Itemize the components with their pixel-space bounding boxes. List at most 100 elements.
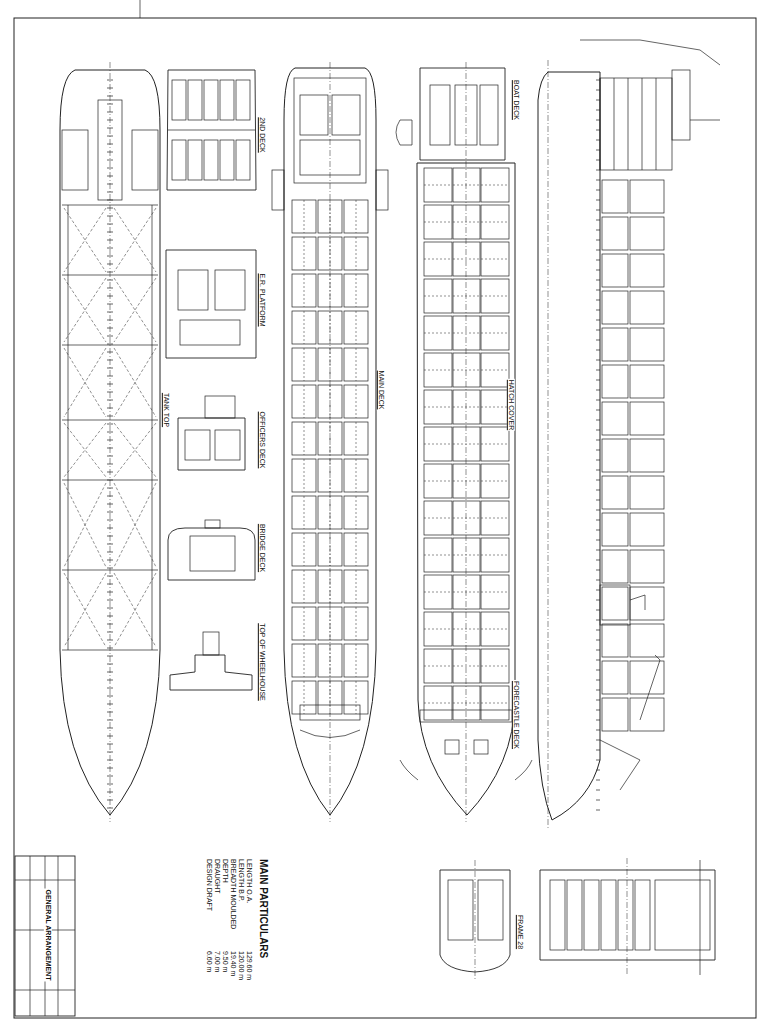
hatch-cover-panel xyxy=(453,353,480,387)
frame-tick xyxy=(596,640,600,641)
cabin xyxy=(188,140,202,180)
panel-joint xyxy=(481,629,509,630)
panel-joint xyxy=(481,703,509,704)
frame-tick xyxy=(596,720,600,721)
panel-joint xyxy=(453,481,480,482)
deckhouse-room xyxy=(300,95,328,135)
container-row xyxy=(635,880,650,950)
particular-value: 19.40 m xyxy=(229,950,237,977)
frame-tick xyxy=(596,290,600,291)
frame-tick xyxy=(596,540,600,541)
drawing-title: GENERAL ARRANGEMENT xyxy=(44,888,52,981)
hatch-center xyxy=(330,644,331,677)
frame-tick xyxy=(596,410,600,411)
hold-diagonal xyxy=(114,483,156,567)
frame-tick xyxy=(596,190,600,191)
hatch-opening xyxy=(344,681,368,714)
hatch-center xyxy=(304,570,305,603)
hatch-opening xyxy=(344,348,368,381)
title-block-line xyxy=(15,990,75,991)
hatch-center xyxy=(304,348,305,381)
frame-tick xyxy=(596,350,600,351)
frame-tick xyxy=(596,360,600,361)
hatch-cover-panel xyxy=(481,242,509,276)
panel-joint xyxy=(481,185,509,186)
panel-joint xyxy=(424,185,452,186)
frame-tick xyxy=(596,660,600,661)
forecastle-front xyxy=(300,705,360,720)
deckhouse-room xyxy=(430,85,450,145)
frame-tick xyxy=(107,800,113,801)
particular-name: LENGTH B.P. xyxy=(237,858,245,903)
hatch-opening xyxy=(344,311,368,344)
frame-tick xyxy=(596,220,600,221)
frame-tick xyxy=(107,512,113,513)
frame-tick xyxy=(596,620,600,621)
frame-tick xyxy=(107,552,113,553)
frame-tick xyxy=(596,270,600,271)
frame-tick xyxy=(107,808,113,809)
hatch-opening xyxy=(344,237,368,270)
hatch-center xyxy=(304,237,305,270)
midship-section xyxy=(540,870,715,960)
hatch-opening xyxy=(344,200,368,233)
frame-tick xyxy=(107,752,113,753)
hatch-center xyxy=(304,607,305,640)
frame-tick xyxy=(596,510,600,511)
cabin xyxy=(172,80,186,120)
panel-joint xyxy=(481,481,509,482)
frame-tick xyxy=(596,550,600,551)
particulars-title: MAIN PARTICULARS xyxy=(258,858,269,959)
wheelhouse xyxy=(190,536,235,571)
cabin xyxy=(236,140,250,180)
cabin xyxy=(204,80,218,120)
frame-tick xyxy=(596,250,600,251)
panel-joint xyxy=(424,222,452,223)
frame-tick xyxy=(107,88,113,89)
cabin xyxy=(215,430,240,460)
hatch-opening xyxy=(292,422,316,455)
hatch-cover-panel xyxy=(424,612,452,646)
hatch-opening xyxy=(292,311,316,344)
frame-tick xyxy=(107,640,113,641)
frame-tick xyxy=(107,432,113,433)
frame-tick xyxy=(596,400,600,401)
hatch-cover-panel xyxy=(424,464,452,498)
frame-tick xyxy=(596,380,600,381)
frame-tick xyxy=(596,630,600,631)
hatch-opening xyxy=(344,570,368,603)
bridge-deck-outline xyxy=(168,528,255,580)
hatch-cover-panel xyxy=(481,168,509,202)
frame-tick xyxy=(596,740,600,741)
container-stack xyxy=(602,587,628,620)
frame-tick xyxy=(107,776,113,777)
hatch-cover-panel xyxy=(453,501,480,535)
frame-tick xyxy=(596,120,600,121)
hatch-opening xyxy=(292,348,316,381)
hatch-center xyxy=(356,459,357,492)
hatch-opening xyxy=(292,237,316,270)
container-stack xyxy=(630,587,664,620)
hatch-opening xyxy=(292,200,316,233)
container-stack xyxy=(630,513,664,546)
container-row xyxy=(550,880,565,950)
hatch-cover-panel xyxy=(481,686,509,720)
cabin xyxy=(220,140,234,180)
particular-value: 9.50 m xyxy=(221,950,229,973)
frame-tick xyxy=(107,488,113,489)
frame-tick xyxy=(107,152,113,153)
frame-tick xyxy=(596,90,600,91)
mast-base xyxy=(205,520,220,528)
hatch-center xyxy=(356,644,357,677)
hatch-center xyxy=(356,237,357,270)
hatch-opening xyxy=(292,385,316,418)
hatch-center xyxy=(356,385,357,418)
frame-tick xyxy=(596,420,600,421)
hold-diagonal xyxy=(114,278,156,342)
view-label: BRIDGE DECK xyxy=(258,523,266,573)
hatch-center xyxy=(330,607,331,640)
hatch-opening xyxy=(318,237,342,270)
hatch-opening xyxy=(318,274,342,307)
frame-tick xyxy=(107,184,113,185)
hatch-cover-panel xyxy=(424,205,452,239)
